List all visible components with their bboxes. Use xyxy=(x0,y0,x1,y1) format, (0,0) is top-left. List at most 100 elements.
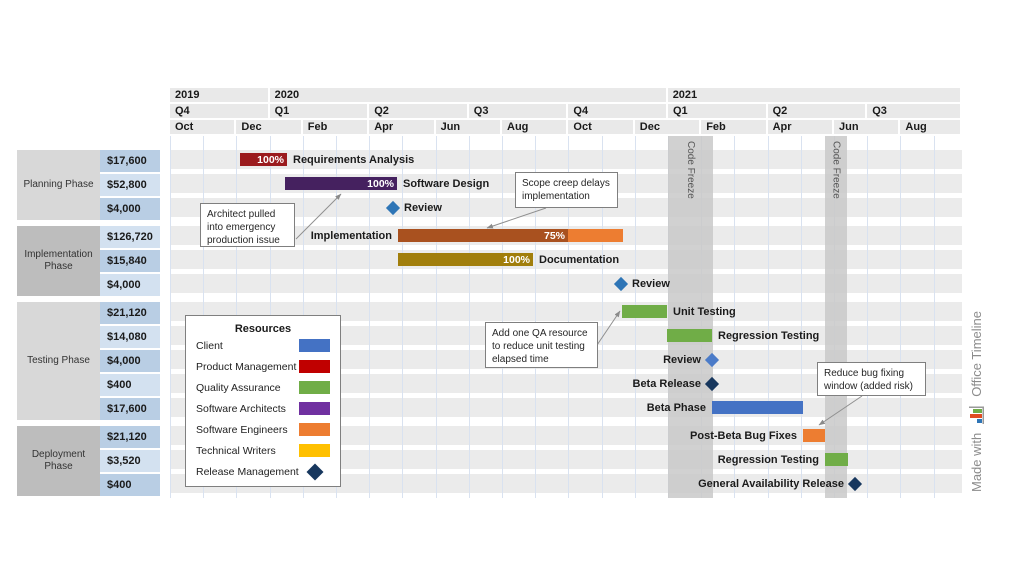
percent-complete: 100% xyxy=(503,253,530,266)
office-timeline-logo-icon xyxy=(969,406,984,424)
cost-cell: $17,600 xyxy=(100,398,160,420)
task-label-software-design: Software Design xyxy=(403,177,490,190)
row-band xyxy=(170,274,962,293)
callout-architect-pulled-into-emerge[interactable]: Architect pulled into emergency producti… xyxy=(200,203,295,247)
phase-cell-implementation-phase: Implementation Phase xyxy=(17,226,100,296)
quarter-cell-q4: Q4 xyxy=(170,104,268,118)
task-label-beta-release: Beta Release xyxy=(632,377,702,390)
legend-label: Software Engineers xyxy=(196,423,288,436)
row-band xyxy=(170,474,962,493)
cost-cell: $3,520 xyxy=(100,450,160,472)
office-timeline-watermark: Made with Office Timeline xyxy=(962,292,990,492)
legend-item-software-engineers: Software Engineers xyxy=(186,419,340,440)
row-band xyxy=(170,374,962,393)
cost-cell: $400 xyxy=(100,474,160,496)
quarter-cell-q1: Q1 xyxy=(269,104,368,118)
month-gridline xyxy=(402,136,404,498)
quarter-cell-q2: Q2 xyxy=(369,104,467,118)
task-label-unit-testing: Unit Testing xyxy=(673,305,736,318)
task-label-review: Review xyxy=(663,353,701,366)
code-freeze-label: Code Freeze xyxy=(830,141,842,199)
month-gridline xyxy=(767,136,769,498)
month-gridline xyxy=(170,136,171,498)
legend-color-swatch xyxy=(299,423,330,436)
quarter-cell-q3: Q3 xyxy=(867,104,960,118)
task-bar-implementation[interactable]: 75% xyxy=(398,229,623,242)
cost-cell: $15,840 xyxy=(100,250,160,272)
year-cell-2019: 2019 xyxy=(170,88,268,102)
callout-scope-creep-delays-implement[interactable]: Scope creep delays implementation xyxy=(515,172,618,208)
bar-complete-segment: 75% xyxy=(398,229,568,242)
legend-label: Client xyxy=(196,339,223,352)
task-bar-regression-testing[interactable] xyxy=(667,329,712,342)
task-label-implementation: Implementation xyxy=(310,229,392,242)
legend-item-release-management: Release Management xyxy=(186,461,340,482)
phase-cell-testing-phase: Testing Phase xyxy=(17,302,100,420)
task-bar-regression-testing[interactable] xyxy=(825,453,848,466)
legend-label: Software Architects xyxy=(196,402,286,415)
month-cell-oct: Oct xyxy=(568,120,633,134)
month-cell-feb: Feb xyxy=(701,120,766,134)
legend-item-technical-writers: Technical Writers xyxy=(186,440,340,461)
task-bar-post-beta-bug-fixes[interactable] xyxy=(803,429,825,442)
row-band xyxy=(170,426,962,445)
legend-color-swatch xyxy=(299,444,330,457)
legend-diamond-swatch xyxy=(306,463,324,480)
watermark-brand: Office Timeline xyxy=(968,311,984,397)
task-bar-requirements-analysis[interactable]: 100% xyxy=(240,153,287,166)
month-cell-feb: Feb xyxy=(302,120,368,134)
watermark-made-with: Made with xyxy=(968,432,984,492)
cost-cell: $17,600 xyxy=(100,150,160,172)
month-cell-aug: Aug xyxy=(900,120,960,134)
task-label-beta-phase: Beta Phase xyxy=(646,401,706,414)
legend-item-product-management: Product Management xyxy=(186,356,340,377)
month-gridline xyxy=(502,136,503,498)
cost-cell: $14,080 xyxy=(100,326,160,348)
percent-complete: 100% xyxy=(257,153,284,166)
legend-item-quality-assurance: Quality Assurance xyxy=(186,377,340,398)
quarter-cell-q2: Q2 xyxy=(767,104,866,118)
task-bar-documentation[interactable]: 100% xyxy=(398,253,533,266)
month-cell-apr: Apr xyxy=(767,120,832,134)
task-label-general-availability-release: General Availability Release xyxy=(698,477,844,490)
legend-color-swatch xyxy=(299,360,330,373)
cost-cell: $400 xyxy=(100,374,160,396)
month-cell-jun: Jun xyxy=(435,120,500,134)
task-bar-unit-testing[interactable] xyxy=(622,305,667,318)
legend-label: Quality Assurance xyxy=(196,381,281,394)
bar-remaining-segment xyxy=(568,229,623,242)
quarter-cell-q3: Q3 xyxy=(468,104,567,118)
callout-reduce-bug-fixing-window-add[interactable]: Reduce bug fixing window (added risk) xyxy=(817,362,926,396)
legend-label: Product Management xyxy=(196,360,297,373)
cost-cell: $126,720 xyxy=(100,226,160,248)
month-gridline xyxy=(933,136,935,498)
month-gridline xyxy=(435,136,437,498)
month-cell-dec: Dec xyxy=(634,120,700,134)
cost-cell: $21,120 xyxy=(100,426,160,448)
task-bar-software-design[interactable]: 100% xyxy=(285,177,397,190)
month-gridline xyxy=(867,136,869,498)
month-gridline xyxy=(900,136,902,498)
row-band xyxy=(170,250,962,269)
cost-cell: $4,000 xyxy=(100,350,160,372)
month-cell-oct: Oct xyxy=(170,120,235,134)
month-gridline xyxy=(800,136,802,498)
code-freeze-band-1: Code Freeze xyxy=(668,136,713,498)
percent-complete: 75% xyxy=(543,229,565,242)
month-cell-apr: Apr xyxy=(369,120,434,134)
year-cell-2020: 2020 xyxy=(269,88,666,102)
month-cell-dec: Dec xyxy=(236,120,301,134)
legend-title: Resources xyxy=(234,323,292,335)
legend-label: Release Management xyxy=(196,465,299,478)
cost-cell: $4,000 xyxy=(100,198,160,220)
legend-item-client: Client xyxy=(186,335,340,356)
year-cell-2021: 2021 xyxy=(667,88,960,102)
month-gridline xyxy=(568,136,570,498)
task-label-review: Review xyxy=(632,277,670,290)
callout-add-one-qa-resource-to-reduc[interactable]: Add one QA resource to reduce unit testi… xyxy=(485,322,598,368)
phase-cell-deployment-phase: Deployment Phase xyxy=(17,426,100,496)
task-bar-beta-phase[interactable] xyxy=(712,401,803,414)
cost-cell: $4,000 xyxy=(100,274,160,296)
